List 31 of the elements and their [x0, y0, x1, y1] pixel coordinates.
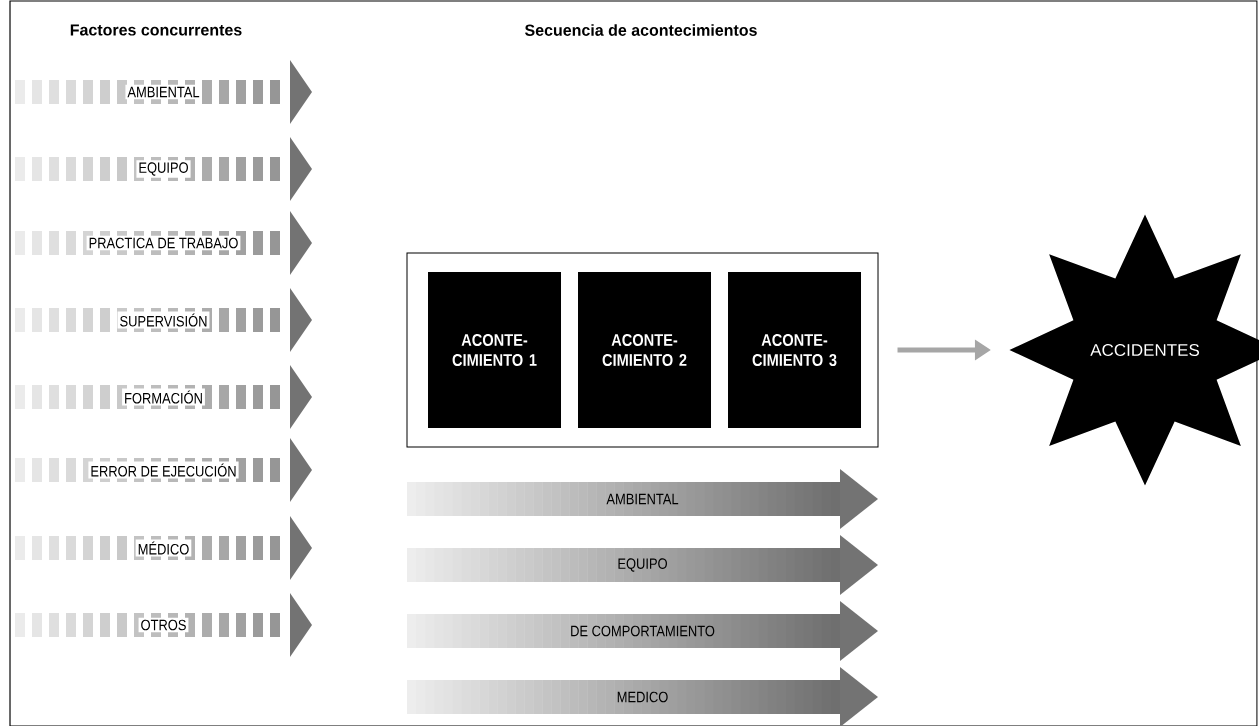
factor-banner: SUPERVISIÓN: [15, 288, 312, 352]
factor-banner: MEDICO: [407, 667, 878, 726]
event-frame: [406, 252, 879, 448]
factor-banner: MÉDICO: [15, 516, 312, 580]
column-heading: Secuencia de acontecimientos: [524, 24, 757, 36]
node-label: AMBIENTAL: [606, 493, 679, 505]
column-heading: Factores concurrentes: [70, 24, 242, 36]
factor-banner: FORMACIÓN: [15, 365, 312, 429]
node-label: OTROS: [141, 619, 186, 631]
node-label: DE COMPORTAMIENTO: [571, 625, 715, 637]
factor-banner: OTROS: [15, 593, 312, 657]
factor-banner: AMBIENTAL: [407, 469, 878, 529]
event-box: ACONTE- CIMIENTO 3: [728, 272, 861, 428]
factor-banner: DE COMPORTAMIENTO: [407, 601, 878, 661]
factor-banner: EQUIPO: [15, 137, 312, 201]
event-box: ACONTE- CIMIENTO 1: [428, 272, 561, 428]
accident-star: ACCIDENTES: [1009, 214, 1259, 486]
node-label: FORMACIÓN: [125, 390, 202, 404]
factor-banner: EQUIPO: [407, 535, 878, 595]
node-label: MEDICO: [617, 691, 668, 703]
node-label: EQUIPO: [139, 162, 188, 176]
factor-banner: AMBIENTAL: [15, 60, 312, 124]
node-label: SUPERVISIÓN: [120, 313, 207, 327]
event-box: ACONTE- CIMIENTO 2: [578, 272, 711, 428]
node-label: EQUIPO: [618, 558, 667, 572]
factor-banner: PRACTICA DE TRABAJO: [15, 211, 312, 275]
node-label: PRACTICA DE TRABAJO: [89, 237, 238, 249]
node-label: AMBIENTAL: [127, 86, 200, 98]
node-label: ERROR DE EJECUCIÓN: [91, 463, 236, 477]
factor-banner: ERROR DE EJECUCIÓN: [15, 438, 312, 502]
node-label: MÉDICO: [138, 541, 189, 555]
